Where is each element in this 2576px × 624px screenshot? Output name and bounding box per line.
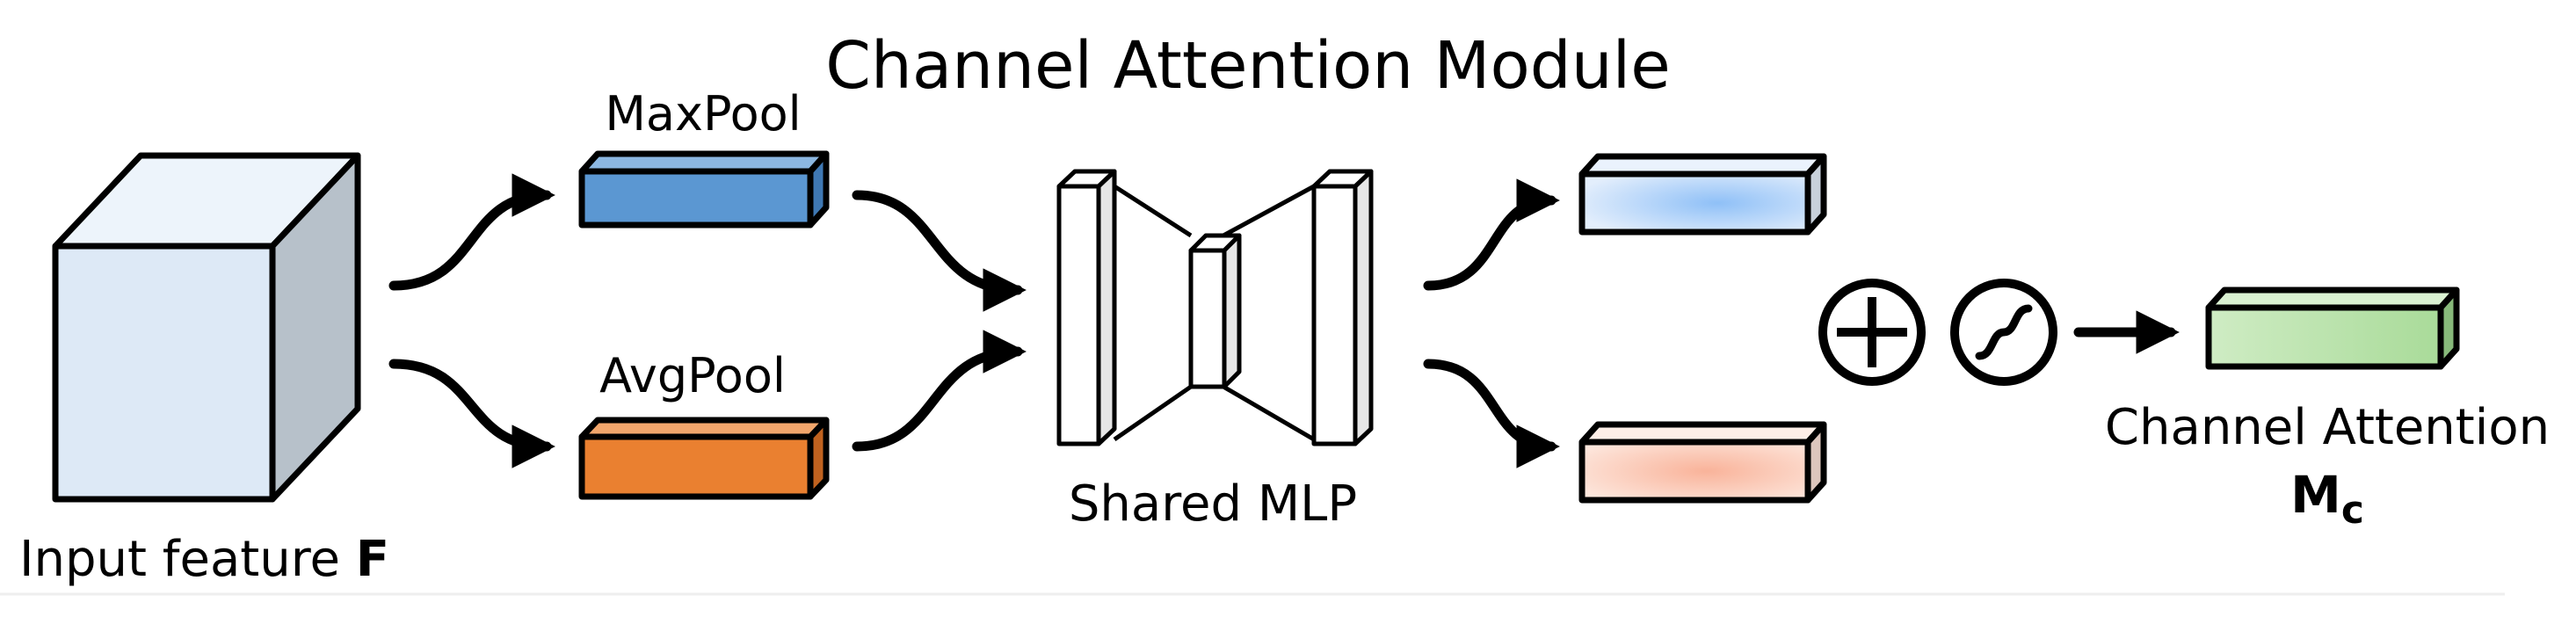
sigmoid-icon xyxy=(1950,279,2057,386)
mlp-connector xyxy=(1222,384,1316,442)
diagram-title: Channel Attention Module xyxy=(825,28,1670,104)
arrow-avgpool-to-mlp xyxy=(852,330,1027,452)
arrow-maxpool-to-mlp xyxy=(852,190,1027,312)
avg-descriptor-front xyxy=(1578,439,1811,504)
arrow-mlp-to-avg-descriptor xyxy=(1423,359,1560,468)
arrow-input-to-avgpool xyxy=(388,359,555,468)
avgpool-label: AvgPool xyxy=(599,348,786,403)
channel-attention-symbol: Mc xyxy=(2290,465,2364,533)
arrow-mlp-to-max-descriptor xyxy=(1423,178,1560,291)
channel-attention-bar xyxy=(2205,287,2460,370)
channel-attention-label: Channel Attention xyxy=(2105,399,2550,456)
maxpool-bar-front xyxy=(578,168,814,229)
element-wise-sum-icon xyxy=(1818,279,1926,386)
input-feature-cube xyxy=(52,152,361,503)
maxpool-bar xyxy=(578,150,830,229)
maxpool-label: MaxPool xyxy=(605,86,801,141)
shared-mlp xyxy=(1056,169,1374,446)
avgpool-bar xyxy=(578,417,830,500)
input-feature-label: Input feature F xyxy=(19,531,389,588)
max-descriptor-front xyxy=(1578,171,1811,236)
avg-descriptor-bar xyxy=(1578,421,1827,504)
channel-attention-front xyxy=(2205,304,2444,370)
mlp-output-layer xyxy=(1311,169,1374,446)
channel-attention-subscript: c xyxy=(2341,488,2364,533)
avgpool-bar-front xyxy=(578,433,814,500)
arrow-input-to-maxpool xyxy=(388,173,555,291)
mlp-connector xyxy=(1113,384,1193,442)
mlp-connector xyxy=(1113,184,1193,238)
cube-front-face xyxy=(52,243,276,503)
input-feature-symbol: F xyxy=(356,531,389,588)
max-descriptor-bar xyxy=(1578,153,1827,236)
mlp-connector xyxy=(1222,184,1316,238)
mlp-hidden-layer xyxy=(1188,233,1242,389)
shared-mlp-label: Shared MLP xyxy=(1069,475,1357,533)
mlp-input-layer xyxy=(1056,169,1117,446)
